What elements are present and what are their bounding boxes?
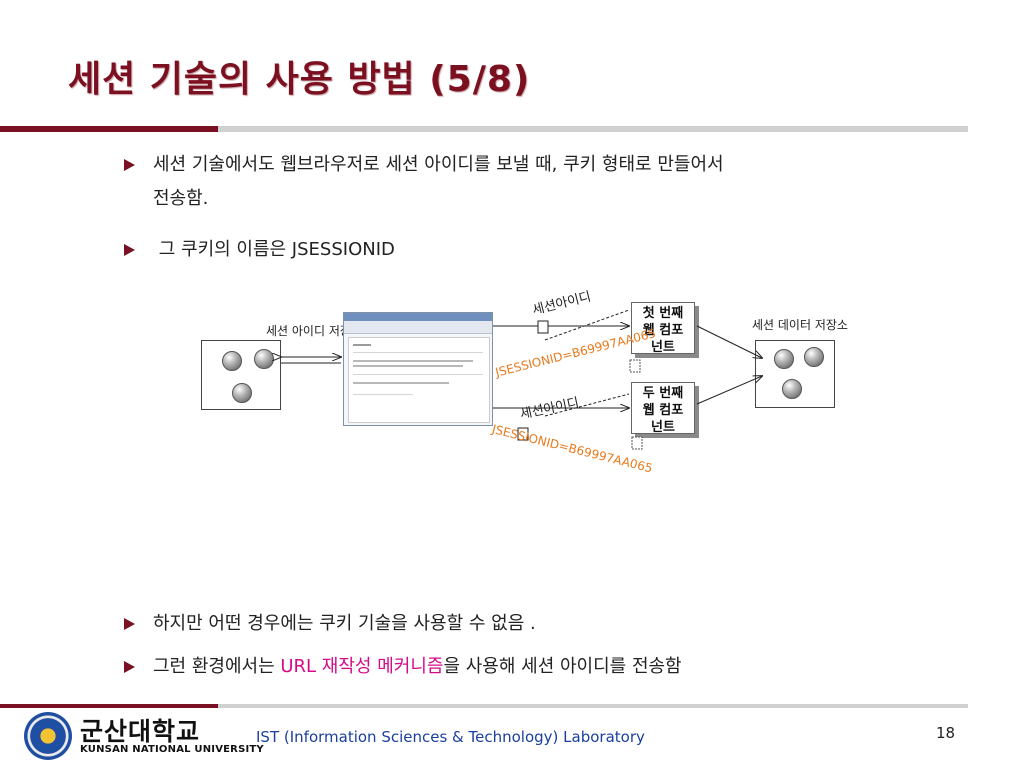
bullet-marker-icon bbox=[124, 159, 135, 171]
sphere-icon bbox=[232, 383, 252, 403]
bullet-4-post: 을 사용해 세션 아이디를 전송함 bbox=[443, 656, 682, 677]
component-2-line-1: 두 번째 bbox=[642, 386, 684, 401]
sphere-icon bbox=[804, 347, 824, 367]
university-name-en: KUNSAN NATIONAL UNIVERSITY bbox=[80, 744, 264, 755]
component-2-box: 두 번째 웹 컴포 넌트 bbox=[631, 382, 695, 435]
component-2-line-3: 넌트 bbox=[651, 420, 675, 435]
sphere-icon bbox=[222, 351, 242, 371]
university-name-kr: 군산대학교 bbox=[80, 717, 201, 746]
bullet-1: 세션 기술에서도 웹브라우저로 세션 아이디를 보낼 때, 쿠키 형태로 만들어… bbox=[153, 150, 724, 214]
footer-lab-name: IST (Information Sciences & Technology) … bbox=[256, 728, 645, 746]
sphere-icon bbox=[782, 379, 802, 399]
footer-rule-accent bbox=[0, 704, 218, 708]
title-rule bbox=[218, 126, 968, 132]
session-store-box bbox=[755, 340, 835, 408]
client-box bbox=[201, 340, 281, 410]
bullet-4: 그런 환경에서는 URL 재작성 메커니즘을 사용해 세션 아이디를 전송함 bbox=[153, 652, 682, 682]
browser-window-thumbnail bbox=[343, 312, 493, 426]
bullet-1-line-2: 전송함. bbox=[153, 188, 209, 209]
slide-title: 세션 기술의 사용 방법 (5/8) bbox=[68, 59, 531, 100]
bullet-marker-icon bbox=[124, 244, 135, 256]
bullet-4-pre: 그런 환경에서는 bbox=[153, 656, 281, 677]
bullet-marker-icon bbox=[124, 618, 135, 630]
browser-titlebar bbox=[344, 313, 492, 321]
component-2-line-2: 웹 컴포 bbox=[642, 403, 684, 418]
browser-toolbar bbox=[344, 321, 492, 334]
title-rule-accent bbox=[0, 126, 218, 132]
component-1-line-2: 웹 컴포 bbox=[642, 323, 684, 338]
component-1-line-3: 넌트 bbox=[651, 340, 675, 355]
page-number: 18 bbox=[936, 724, 956, 742]
bullet-3: 하지만 어떤 경우에는 쿠키 기술을 사용할 수 없음 . bbox=[153, 613, 536, 634]
bullet-2: 그 쿠키의 이름은 JSESSIONID bbox=[153, 239, 395, 260]
component-1-line-1: 첫 번째 bbox=[642, 306, 684, 321]
client-label: 세션 아이디 저장 bbox=[266, 324, 351, 338]
store-label: 세션 데이터 저장소 bbox=[752, 318, 848, 332]
component-1-box: 첫 번째 웹 컴포 넌트 bbox=[631, 302, 695, 355]
bullet-marker-icon bbox=[124, 661, 135, 673]
bullet-1-line-1: 세션 기술에서도 웹브라우저로 세션 아이디를 보낼 때, 쿠키 형태로 만들어… bbox=[153, 154, 724, 175]
footer-rule bbox=[218, 704, 968, 708]
browser-content bbox=[348, 337, 490, 423]
university-seal-icon bbox=[24, 712, 72, 760]
sphere-icon bbox=[774, 349, 794, 369]
url-rewriting-highlight: URL 재작성 메커니즘 bbox=[280, 656, 444, 677]
